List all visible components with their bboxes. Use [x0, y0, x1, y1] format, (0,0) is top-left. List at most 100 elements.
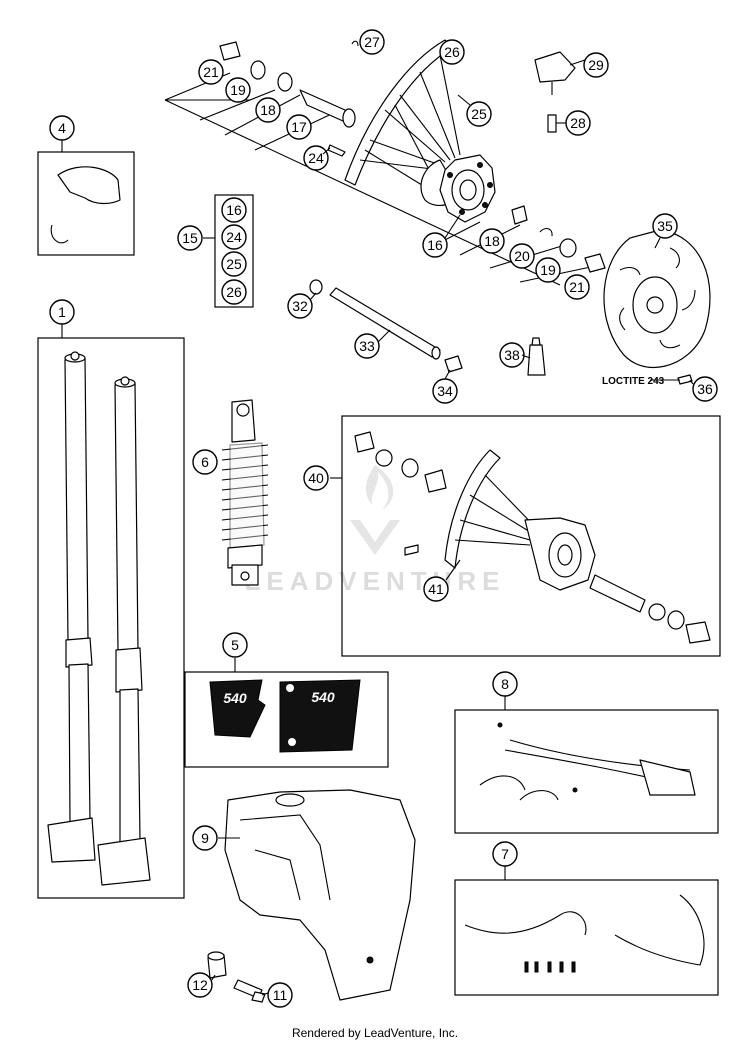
svg-text:27: 27 [364, 34, 380, 50]
callout-5: 5 [222, 632, 248, 658]
callout-8: 8 [492, 671, 518, 697]
callout-38: 38 [499, 342, 525, 368]
speed-sensor-29 [534, 51, 576, 83]
front-hub-16 [420, 154, 496, 223]
rear-shock-6 [221, 399, 269, 586]
svg-text:20: 20 [514, 248, 530, 264]
decal-left [209, 679, 266, 738]
callout-26: 26 [439, 39, 465, 65]
svg-text:16: 16 [427, 237, 443, 253]
svg-text:24: 24 [226, 229, 242, 245]
decal-set-5: 540 540 [184, 658, 389, 768]
svg-text:18: 18 [260, 102, 276, 118]
callout-24: 24 [303, 145, 329, 171]
svg-text:36: 36 [697, 381, 713, 397]
decal-right [279, 679, 361, 753]
callout-leaders [211, 59, 694, 996]
svg-text:8: 8 [501, 676, 509, 692]
watermark: LEADVENTURE [244, 465, 505, 596]
bearing-cap-21 [219, 41, 241, 61]
callout-9: 9 [192, 825, 218, 851]
callout-19-left: 19 [225, 77, 251, 103]
svg-text:17: 17 [291, 119, 307, 135]
callout-24-box: 24 [221, 224, 247, 250]
callout-36: 36 [692, 376, 718, 402]
svg-text:25: 25 [471, 106, 487, 122]
callout-6: 6 [192, 449, 218, 475]
callout-11: 11 [267, 982, 293, 1008]
header-pipe-box-7 [454, 866, 719, 996]
footer-credit: Rendered by LeadVenture, Inc. [292, 1026, 458, 1040]
callout-15: 15 [177, 225, 203, 251]
svg-text:21: 21 [203, 64, 219, 80]
callout-1: 1 [49, 299, 75, 325]
svg-text:540: 540 [223, 690, 247, 706]
callout-40: 40 [303, 465, 329, 491]
svg-text:18: 18 [484, 233, 500, 249]
fuel-tank-9 [218, 789, 416, 1001]
svg-text:28: 28 [570, 115, 586, 131]
svg-text:29: 29 [588, 57, 604, 73]
callout-26-box: 26 [221, 279, 247, 305]
callout-16: 16 [422, 232, 448, 258]
svg-text:41: 41 [428, 581, 444, 597]
callout-33: 33 [354, 333, 380, 359]
callout-7: 7 [492, 841, 518, 867]
svg-text:9: 9 [201, 830, 209, 846]
svg-text:12: 12 [192, 977, 208, 993]
callout-34: 34 [432, 378, 458, 404]
svg-text:11: 11 [273, 987, 288, 1003]
svg-text:32: 32 [292, 298, 308, 314]
svg-text:4: 4 [58, 120, 66, 136]
svg-text:34: 34 [437, 383, 453, 399]
callout-17: 17 [286, 114, 312, 140]
callout-16-box: 16 [221, 197, 247, 223]
muffler-box-8 [454, 696, 719, 834]
svg-text:5: 5 [231, 637, 239, 653]
watermark-text: LEADVENTURE [244, 566, 505, 596]
callout-29: 29 [583, 52, 609, 78]
callout-41: 41 [423, 576, 449, 602]
group-15-box [203, 194, 254, 308]
tank-spacer-12 [207, 951, 227, 979]
axle-33 [329, 287, 441, 358]
svg-text:540: 540 [311, 689, 335, 705]
callout-19-right: 19 [535, 257, 561, 283]
svg-text:15: 15 [182, 230, 198, 246]
callout-28: 28 [565, 110, 591, 136]
svg-text:40: 40 [308, 470, 324, 486]
callout-18-left: 18 [255, 97, 281, 123]
callout-21-right: 21 [564, 274, 590, 300]
callout-25: 25 [466, 101, 492, 127]
callout-35: 35 [652, 213, 678, 239]
svg-text:26: 26 [226, 284, 242, 300]
svg-text:7: 7 [501, 846, 509, 862]
callout-25-box: 25 [221, 251, 247, 277]
callout-21-left: 21 [198, 59, 224, 85]
callout-18-right: 18 [479, 228, 505, 254]
svg-text:16: 16 [226, 202, 242, 218]
svg-text:1: 1 [58, 304, 66, 320]
svg-text:21: 21 [569, 279, 585, 295]
callout-4: 4 [49, 115, 75, 141]
callout-27: 27 [359, 29, 385, 55]
threadlock-bottle-38 [527, 344, 546, 376]
callout-32: 32 [287, 293, 313, 319]
tank-bolt-11 [233, 979, 266, 1003]
svg-text:25: 25 [226, 256, 242, 272]
svg-text:38: 38 [504, 347, 520, 363]
svg-text:6: 6 [201, 454, 209, 470]
brake-disc-35 [603, 229, 711, 368]
svg-text:35: 35 [657, 218, 673, 234]
front-fork-1 [37, 324, 185, 899]
svg-text:33: 33 [359, 338, 375, 354]
svg-text:26: 26 [444, 44, 460, 60]
loctite-note: LOCTITE 243 [602, 376, 665, 387]
fork-guard-box [37, 140, 135, 256]
callout-12: 12 [187, 972, 213, 998]
fork-cap-4 [57, 166, 121, 205]
svg-text:19: 19 [230, 82, 246, 98]
svg-text:24: 24 [308, 150, 324, 166]
callout-20: 20 [509, 243, 535, 269]
